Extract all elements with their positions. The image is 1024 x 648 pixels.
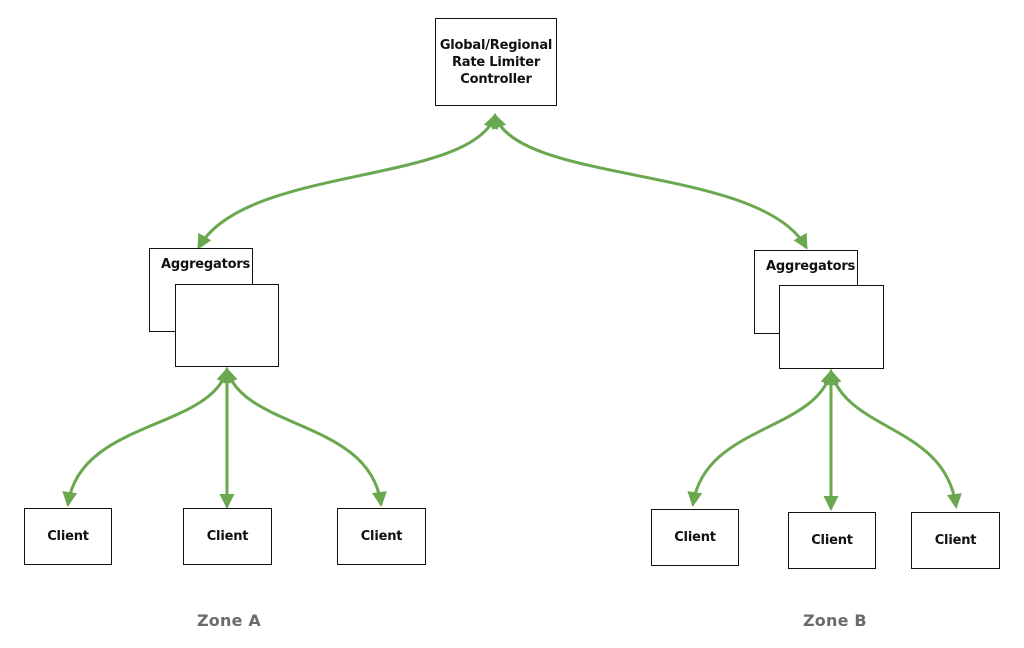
client-label: Client [47, 529, 89, 544]
edge-aggregators-a-client-3 [223, 367, 387, 507]
client-label: Client [206, 529, 249, 544]
controller-label-line-1: Global/Regional [439, 37, 553, 53]
zone-a-client-node: Client [24, 508, 112, 565]
zone-a-client-node: Client [337, 508, 426, 565]
edge-controller-aggregators-b [492, 113, 808, 250]
client-label: Client [360, 529, 403, 544]
aggregators-a-front-node [175, 284, 279, 367]
aggregators-b-label: Aggregators [766, 259, 856, 274]
zone-b-client-node: Client [651, 509, 739, 566]
client-label: Client [674, 530, 716, 545]
aggregators-a-label: Aggregators [161, 257, 251, 272]
client-label: Client [811, 533, 853, 548]
aggregators-b-front-node [779, 285, 884, 369]
rate-limiter-controller-node: Global/Regional Rate Limiter Controller [435, 18, 557, 106]
client-label: Client [934, 533, 977, 548]
edge-controller-aggregators-a [197, 113, 498, 250]
zone-b-client-node: Client [911, 512, 1000, 569]
edge-aggregators-a-client-1 [62, 367, 231, 507]
controller-label-line-3: Controller [460, 71, 532, 87]
zone-b-client-node: Client [788, 512, 876, 569]
zone-a-client-node: Client [183, 508, 272, 565]
zone-b-label: Zone B [803, 611, 867, 630]
zone-a-label: Zone A [197, 611, 261, 630]
controller-label-line-2: Rate Limiter [451, 54, 541, 70]
edge-aggregators-b-client-1 [687, 369, 836, 507]
edge-aggregators-b-client-3 [827, 369, 962, 509]
